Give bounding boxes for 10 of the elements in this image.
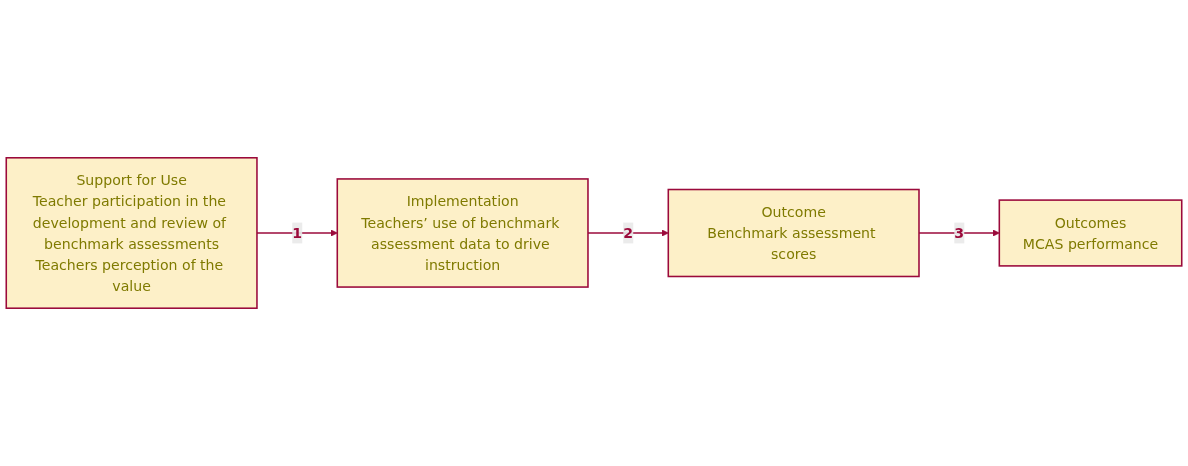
edge-label: 2 (623, 224, 634, 242)
arrow (256, 229, 338, 237)
node-box: Outcomes MCAS performance (998, 199, 1183, 267)
arrow (918, 229, 1000, 237)
edge-label: 3 (954, 224, 965, 242)
node-box: Outcome Benchmark assessment scores (667, 188, 920, 278)
node-box: Implementation Teachers’ use of benchmark assessment data to drive instruction (336, 178, 589, 288)
node-box: Support for Use Teacher participation in the development and review of benchmark assessments Teachers perception of the value (5, 157, 258, 309)
edge-label: 1 (292, 224, 303, 242)
arrow (587, 229, 669, 237)
